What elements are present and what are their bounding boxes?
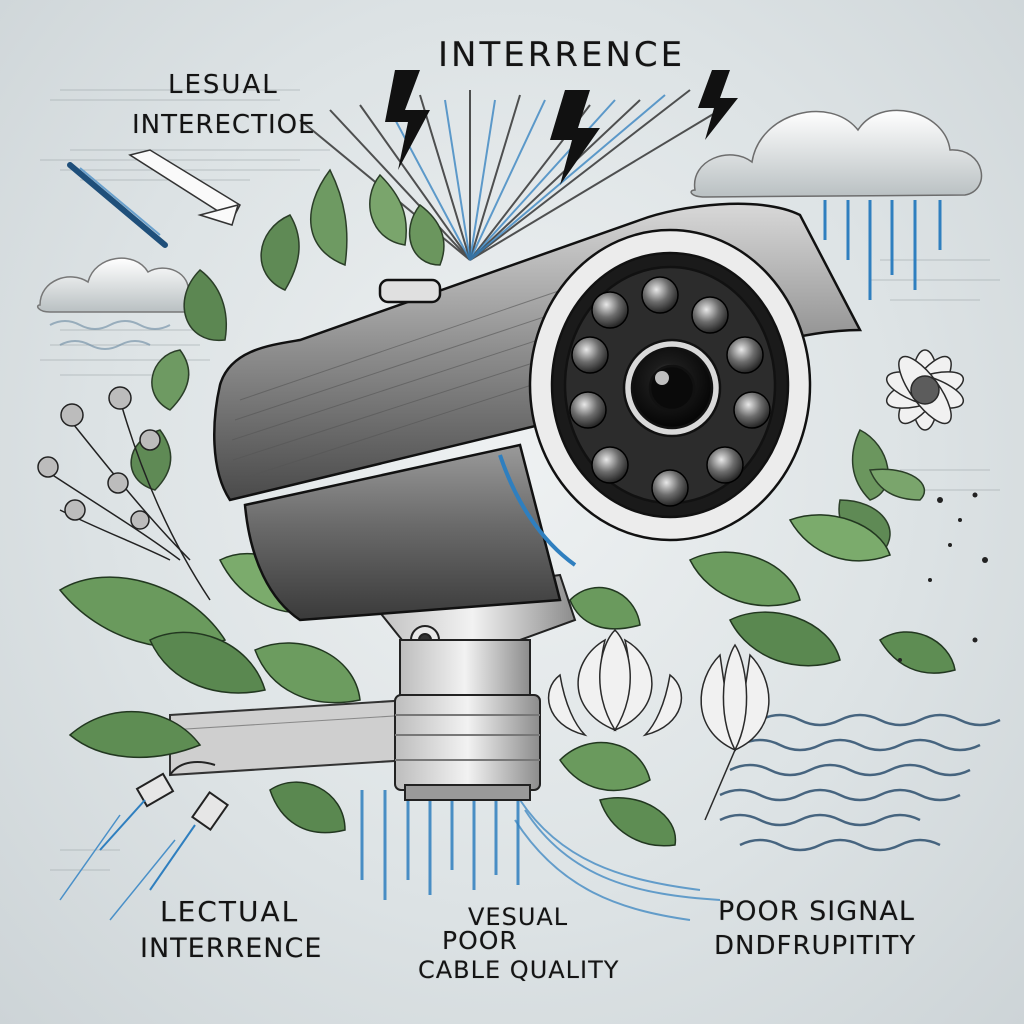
background-hatching <box>40 89 1000 871</box>
label-top-title: INTERRENCE <box>438 35 686 75</box>
ir-led-ring <box>569 276 771 507</box>
label-top-left-line2: INTERECTIOE <box>132 110 316 140</box>
small-cloud-icon <box>37 257 202 313</box>
label-bottom-center-line2: POOR <box>442 926 518 955</box>
flower-icon <box>547 349 965 821</box>
label-bottom-center-line1: VESUAL <box>468 903 569 931</box>
cable-bar <box>169 698 411 777</box>
blue-signal-curves <box>514 799 721 921</box>
label-bottom-center-line3: CABLE QUALITY <box>418 956 620 984</box>
storm-cloud-icon <box>690 109 983 300</box>
blue-signal-lines-bottom <box>360 790 520 900</box>
label-bottom-left-line2: INTERRENCE <box>140 933 323 964</box>
label-bottom-left-line1: LECTUAL <box>160 895 300 928</box>
foliage-back <box>130 168 926 556</box>
cable-connector-icon <box>59 761 230 921</box>
security-camera-icon <box>213 202 863 622</box>
lightning-bolt-icon <box>385 70 738 185</box>
water-waves-left <box>49 320 171 350</box>
rain-lines <box>823 200 942 300</box>
blue-signal-lines-top <box>389 94 666 261</box>
water-waves <box>719 713 1001 852</box>
label-bottom-right-line1: POOR SIGNAL <box>718 896 915 927</box>
label-bottom-right-line2: DNDFRUPITITY <box>714 931 917 961</box>
flower-buds-left <box>37 386 211 601</box>
dart-streak <box>67 149 241 248</box>
camera-mount <box>368 573 577 801</box>
label-top-left-line1: LESUAL <box>168 70 279 100</box>
debris-specks <box>898 492 988 662</box>
